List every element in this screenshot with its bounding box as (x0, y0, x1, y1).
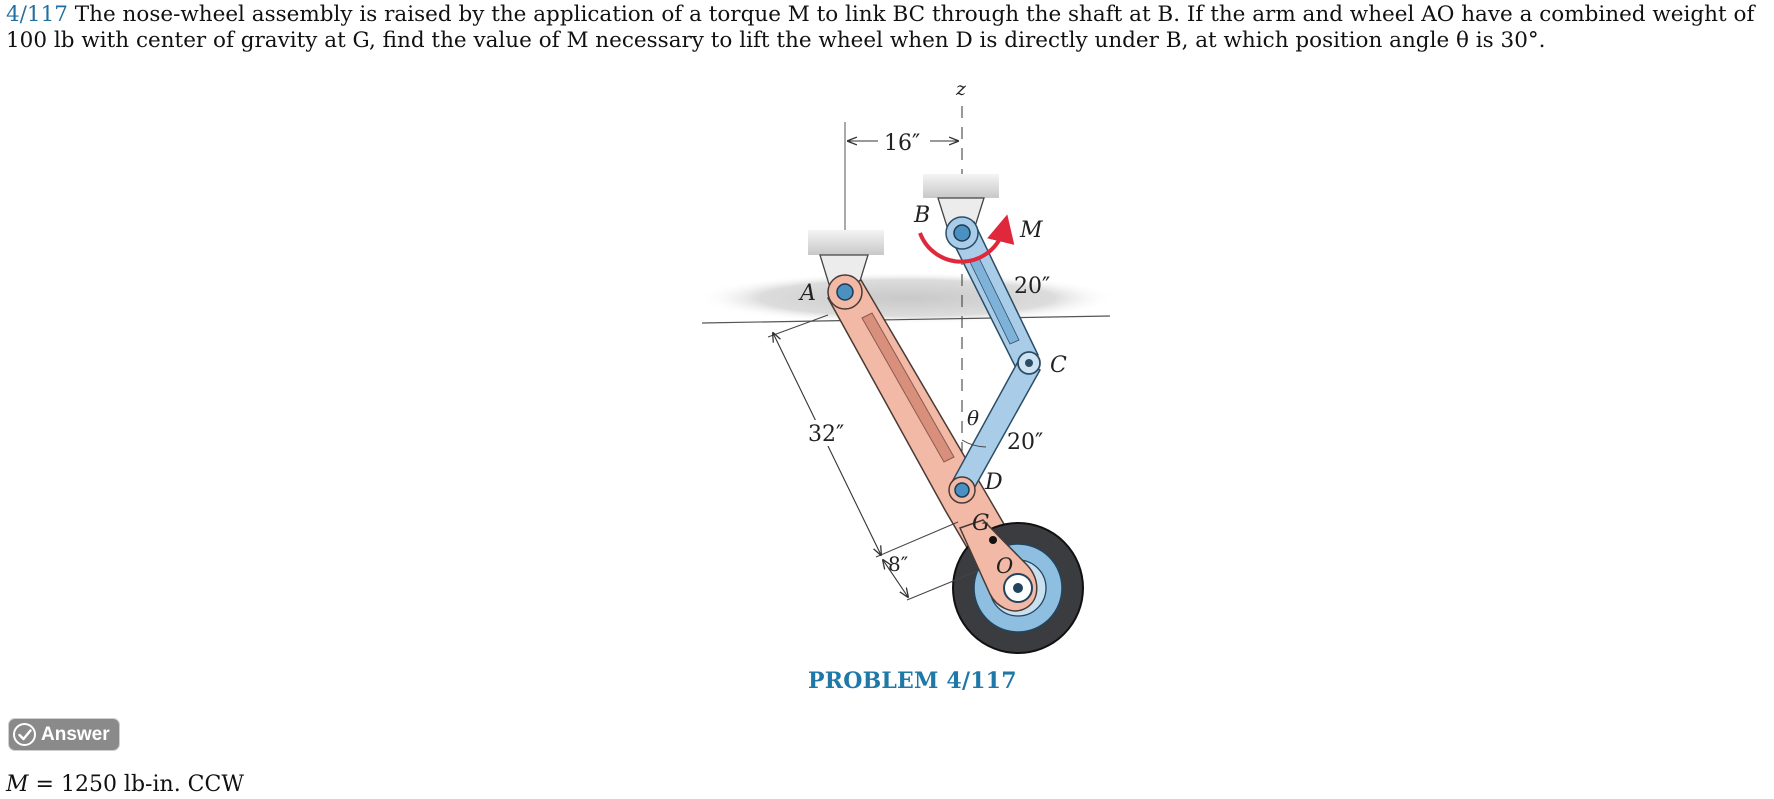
dimension-cd-label: 20″ (1007, 430, 1043, 455)
pin-a (836, 283, 854, 301)
center-of-gravity-dot (989, 536, 997, 544)
moment-arrow (918, 214, 1015, 264)
arm-slot (861, 312, 955, 463)
extension-line-o (906, 569, 981, 601)
dimension-32-label: 32″ (808, 422, 844, 447)
dimension-bc-label: 20″ (1014, 274, 1050, 299)
axle-o-center (1013, 583, 1023, 593)
problem-text: The nose-wheel assembly is raised by the… (6, 2, 1755, 53)
label-g: G (972, 511, 990, 536)
dimension-16-label: 16″ (884, 131, 920, 156)
answer-variable: M (6, 772, 29, 797)
pin-c-center (1025, 359, 1033, 367)
fuselage-shadow (697, 272, 1117, 324)
dimension-8-label: 8″ (888, 552, 908, 576)
answer-button-label: Answer (41, 723, 110, 745)
label-a: A (798, 281, 816, 306)
support-b-plate (923, 174, 999, 198)
dimension-16-bg (878, 128, 930, 154)
problem-statement: 4/117 The nose-wheel assembly is raised … (6, 2, 1770, 54)
extension-line-g (875, 521, 959, 558)
answer-button[interactable]: Answer (8, 718, 120, 751)
label-m: M (1019, 218, 1043, 243)
label-c: C (1050, 353, 1067, 378)
answer-result: = 1250 lb-in. CCW (28, 772, 244, 797)
theta-arc (961, 439, 987, 448)
label-theta: θ (967, 406, 979, 430)
problem-number: 4/117 (6, 2, 68, 27)
dimension-8-line (883, 560, 908, 597)
dimension-32-bg (806, 420, 854, 446)
label-o: O (996, 554, 1013, 578)
pin-b (953, 224, 971, 242)
answer-text: M = 1250 lb-in. CCW (6, 772, 244, 797)
support-a-plate (808, 230, 884, 255)
fuselage-line (701, 315, 1111, 324)
label-b: B (913, 203, 930, 228)
figure-caption: PROBLEM 4/117 (808, 668, 1017, 694)
pin-d (954, 482, 970, 498)
label-d: D (984, 470, 1003, 495)
z-label: z (955, 78, 967, 100)
check-icon (13, 723, 36, 746)
